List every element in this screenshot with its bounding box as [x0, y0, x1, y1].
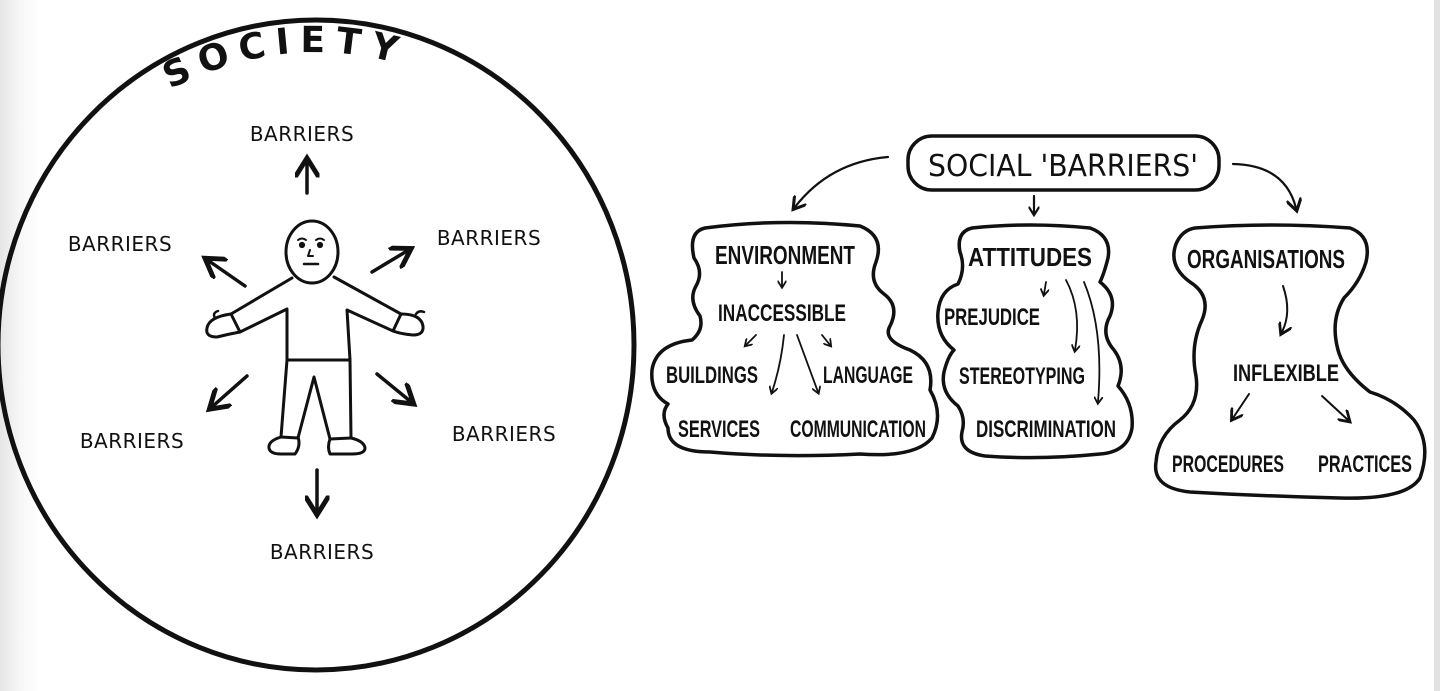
arrow-down-right-icon: [375, 372, 410, 401]
barrier-label-top: BARRIERS: [250, 122, 354, 146]
root-node: SOCIAL 'BARRIERS': [906, 134, 1221, 192]
barrier-label-lower-right: BARRIERS: [452, 422, 556, 446]
society-label: SOCIETY: [157, 20, 412, 97]
environment-title: ENVIRONMENT: [715, 240, 855, 270]
environment-item-services: SERVICES: [678, 416, 760, 443]
right-edge-strip: [1434, 0, 1440, 691]
environment-blob: [650, 220, 940, 458]
arrow-up-right-icon: [370, 251, 407, 274]
arrow-to-environment-icon: [795, 155, 890, 207]
root-box: [906, 134, 1221, 192]
organisations-blob: [1153, 223, 1427, 500]
organisations-sub: INFLEXIBLE: [1233, 360, 1339, 387]
left-edge-shade: [0, 0, 40, 691]
environment-item-communication: COMMUNICATION: [790, 416, 926, 443]
arrow-down-left-icon: [213, 374, 249, 406]
arrow-to-organisations-icon: [1231, 162, 1296, 208]
environment-item-buildings: BUILDINGS: [666, 362, 758, 389]
social-barriers-tree: SOCIAL 'BARRIERS' ENVIRONMENT INACCESSIB…: [650, 134, 1427, 500]
arrow-up-left-icon: [209, 261, 247, 288]
environment-item-language: LANGUAGE: [823, 362, 913, 389]
person-head: [284, 219, 340, 285]
society-circle-group: SOCIETY BARRIERS BARRIERS BARRIERS BARRI…: [0, 17, 637, 673]
environment-sub: INACCESSIBLE: [718, 300, 846, 327]
society-circle: [0, 17, 637, 673]
barrier-label-upper-right: BARRIERS: [437, 226, 541, 250]
root-label: SOCIAL 'BARRIERS': [928, 149, 1198, 184]
barrier-label-lower-left: BARRIERS: [80, 429, 184, 453]
organisations-title: ORGANISATIONS: [1187, 244, 1345, 274]
barrier-arrows: [209, 163, 410, 510]
root-arrows: [795, 155, 1296, 213]
organisations-node: ORGANISATIONS INFLEXIBLE PROCEDURES PRAC…: [1153, 223, 1427, 500]
attitudes-blob: [936, 223, 1134, 460]
barrier-label-bottom: BARRIERS: [270, 540, 374, 564]
person-figure-icon: [205, 219, 426, 456]
attitudes-item-prejudice: PREJUDICE: [944, 304, 1040, 331]
attitudes-item-discrimination: DISCRIMINATION: [976, 416, 1116, 443]
organisations-item-practices: PRACTICES: [1318, 451, 1412, 478]
barrier-label-upper-left: BARRIERS: [68, 232, 172, 256]
organisations-item-procedures: PROCEDURES: [1172, 451, 1284, 478]
attitudes-title: ATTITUDES: [968, 242, 1092, 272]
environment-node: ENVIRONMENT INACCESSIBLE BUILDINGS LANGU…: [650, 220, 940, 458]
attitudes-node: ATTITUDES PREJUDICE STEREOTYPING DISCRIM…: [936, 223, 1134, 460]
attitudes-item-stereotyping: STEREOTYPING: [959, 363, 1085, 390]
